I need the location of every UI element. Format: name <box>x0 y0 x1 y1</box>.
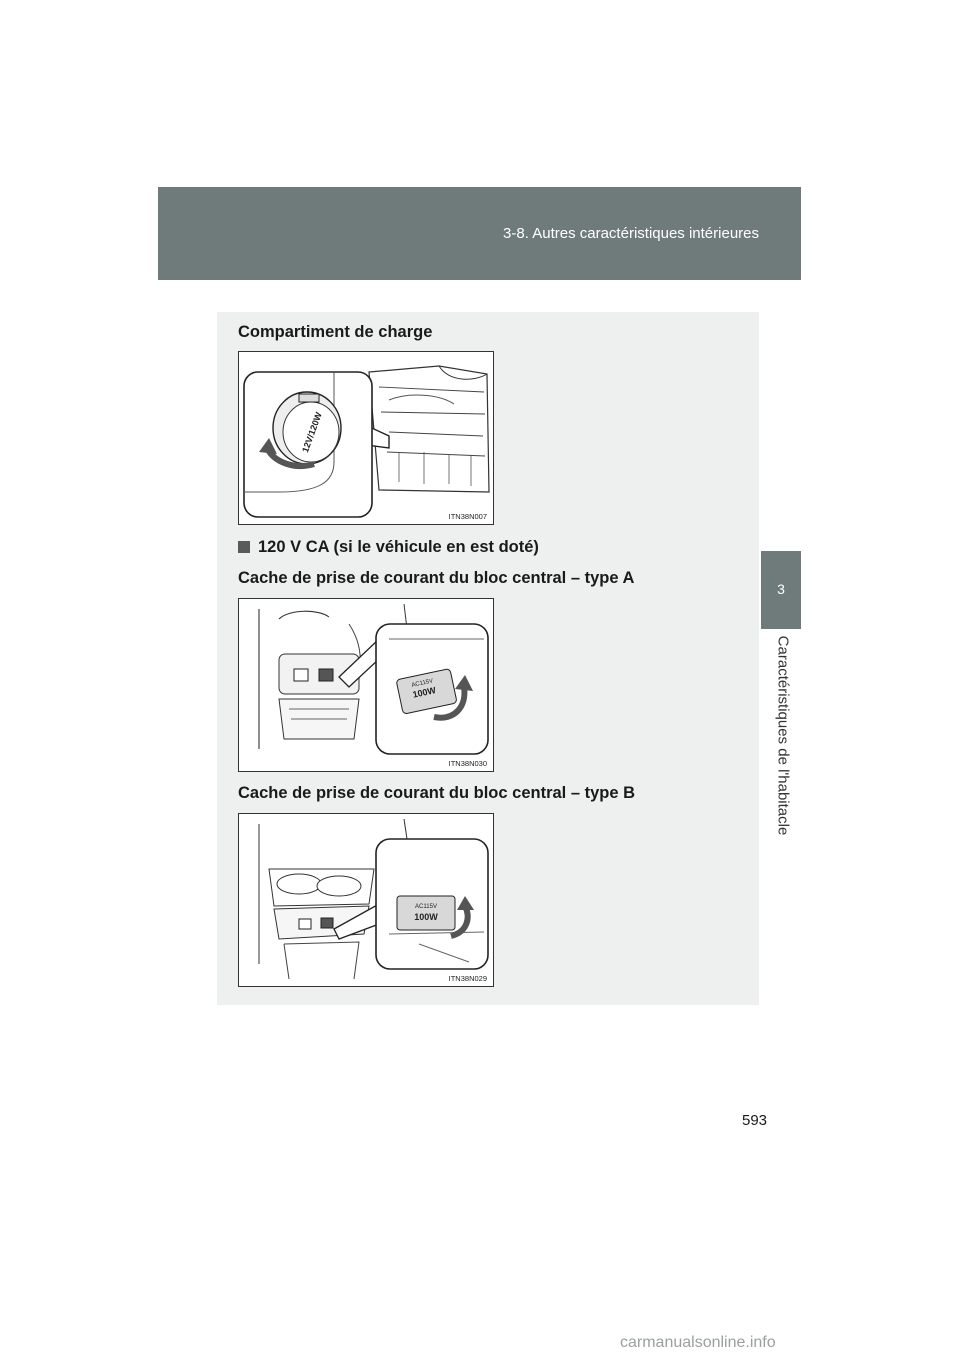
heading-cargo-compartment: Compartiment de charge <box>238 323 433 341</box>
cover-value-label: 100W <box>414 912 438 922</box>
chapter-number: 3 <box>777 581 785 597</box>
bullet-120v-label: 120 V CA (si le véhicule en est doté) <box>258 538 539 556</box>
chapter-tab: 3 <box>761 551 801 629</box>
figure-code: ITN38N007 <box>448 512 487 521</box>
figure-code: ITN38N029 <box>448 974 487 983</box>
page-number: 593 <box>742 1112 768 1129</box>
figure-cargo-compartment: 12V/120W ITN38N007 <box>238 351 494 525</box>
heading-type-b: Cache de prise de courant du bloc centra… <box>238 784 636 802</box>
cover-value-label: 100W <box>412 685 438 700</box>
heading-type-a: Cache de prise de courant du bloc centra… <box>238 569 635 587</box>
cargo-illustration: 12V/120W <box>243 365 490 518</box>
figure-type-a: AC115V 100W ITN38N030 <box>238 598 494 772</box>
watermark: carmanualsonline.info <box>620 1334 776 1351</box>
figure-code: ITN38N030 <box>448 759 487 768</box>
section-title: 3-8. Autres caractéristiques intérieures <box>503 225 759 242</box>
cover-top-label: AC115V <box>411 678 434 688</box>
bullet-120v-ac: 120 V CA (si le véhicule en est doté) <box>238 538 539 557</box>
chapter-label-container: Caractéristiques de l'habitacle <box>773 630 793 840</box>
chapter-label: Caractéristiques de l'habitacle <box>774 635 792 835</box>
figure-type-b: AC115V 100W ITN38N029 <box>238 813 494 987</box>
type-b-illustration: AC115V 100W <box>258 818 489 980</box>
section-header-bar: 3-8. Autres caractéristiques intérieures <box>158 187 801 280</box>
cover-top-label: AC115V <box>415 904 437 910</box>
bullet-square-icon <box>238 541 250 553</box>
type-a-illustration: AC115V 100W <box>258 603 489 755</box>
